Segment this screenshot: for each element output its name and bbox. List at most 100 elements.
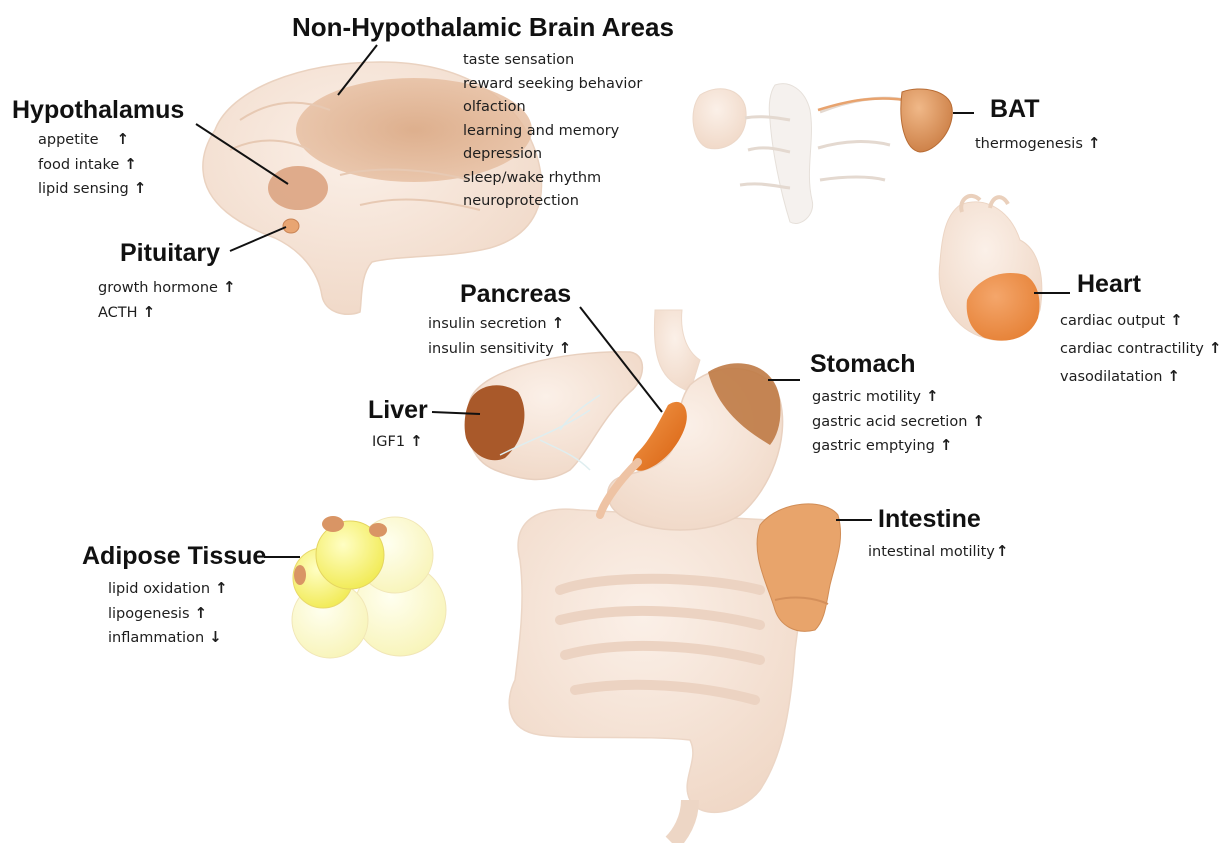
effect-label: gastric motility xyxy=(812,389,921,405)
up-arrow-icon: ↑ xyxy=(1167,367,1180,385)
effect-label: cardiac contractility xyxy=(1060,341,1204,357)
adipose-title: Adipose Tissue xyxy=(82,542,266,571)
effect-item: intestinal motility↑ xyxy=(868,540,1008,565)
effect-item: insulin sensitivity ↑ xyxy=(428,337,571,362)
hypothalamus-effects-list: appetite ↑ food intake ↑ lipid sensing ↑ xyxy=(38,128,146,202)
bat-illustration xyxy=(693,84,952,224)
effect-item: cardiac output ↑ xyxy=(1060,307,1221,335)
up-arrow-icon: ↑ xyxy=(559,339,572,357)
pancreas-effects-list: insulin secretion ↑ insulin sensitivity ↑ xyxy=(428,312,571,361)
effect-label: IGF1 xyxy=(372,434,405,450)
effect-label: lipid sensing xyxy=(38,181,129,197)
liver-title: Liver xyxy=(368,396,428,425)
effect-item: appetite ↑ xyxy=(38,128,146,153)
effect-item: vasodilatation ↑ xyxy=(1060,363,1221,391)
up-arrow-icon: ↑ xyxy=(1209,339,1222,357)
effect-item: gastric motility ↑ xyxy=(812,385,985,410)
up-arrow-icon: ↑ xyxy=(996,542,1009,560)
effect-item: growth hormone ↑ xyxy=(98,276,236,301)
effect-item: neuroprotection xyxy=(463,190,642,214)
effect-item: learning and memory xyxy=(463,120,642,144)
effect-label: ACTH xyxy=(98,305,138,321)
hypothalamus-highlight xyxy=(268,166,328,210)
lipid-droplet xyxy=(322,516,344,532)
intestine-title: Intestine xyxy=(878,505,981,534)
effect-label: insulin sensitivity xyxy=(428,341,554,357)
up-arrow-icon: ↑ xyxy=(215,579,228,597)
effect-item: insulin secretion ↑ xyxy=(428,312,571,337)
up-arrow-icon: ↑ xyxy=(552,314,565,332)
effect-label: inflammation xyxy=(108,630,204,646)
up-arrow-icon: ↑ xyxy=(143,303,156,321)
effect-label: cardiac output xyxy=(1060,313,1165,329)
rib-nerves xyxy=(740,98,905,188)
down-arrow-icon: ↓ xyxy=(209,628,222,646)
up-arrow-icon: ↑ xyxy=(117,130,130,148)
adipose-illustration xyxy=(292,516,446,658)
spine xyxy=(769,84,812,224)
effect-item: IGF1 ↑ xyxy=(372,430,423,455)
rectum xyxy=(672,800,690,843)
bat-title: BAT xyxy=(990,95,1040,124)
effect-label: lipogenesis xyxy=(108,606,190,622)
stomach-title: Stomach xyxy=(810,350,916,379)
effect-label: appetite xyxy=(38,132,99,148)
effect-item: depression xyxy=(463,143,642,167)
up-arrow-icon: ↑ xyxy=(972,412,985,430)
effect-item: cardiac contractility ↑ xyxy=(1060,335,1221,363)
effect-item: ACTH ↑ xyxy=(98,301,236,326)
lipid-droplet xyxy=(294,565,306,585)
non-hypothalamic-title: Non-Hypothalamic Brain Areas xyxy=(292,12,674,43)
adipose-effects-list: lipid oxidation ↑ lipogenesis ↑ inflammati… xyxy=(108,577,228,651)
up-arrow-icon: ↑ xyxy=(926,387,939,405)
liver-effects-list: IGF1 ↑ xyxy=(372,430,423,455)
effect-label: gastric emptying xyxy=(812,438,935,454)
up-arrow-icon: ↑ xyxy=(940,436,953,454)
up-arrow-icon: ↑ xyxy=(1088,134,1101,152)
up-arrow-icon: ↑ xyxy=(195,604,208,622)
effect-item: food intake ↑ xyxy=(38,153,146,178)
effect-item: lipogenesis ↑ xyxy=(108,602,228,627)
esophagus xyxy=(654,310,700,392)
effect-label: gastric acid secretion xyxy=(812,414,967,430)
up-arrow-icon: ↑ xyxy=(223,278,236,296)
effect-label: vasodilatation xyxy=(1060,369,1162,385)
effect-label: lipid oxidation xyxy=(108,581,210,597)
lipid-droplet xyxy=(369,523,387,537)
left-fat-pad xyxy=(693,89,746,149)
effect-item: thermogenesis ↑ xyxy=(975,132,1100,157)
heart-title: Heart xyxy=(1077,270,1141,299)
effect-label: thermogenesis xyxy=(975,136,1083,152)
effect-label: intestinal motility xyxy=(868,544,995,560)
stomach-effects-list: gastric motility ↑ gastric acid secretion… xyxy=(812,385,985,459)
effect-item: lipid oxidation ↑ xyxy=(108,577,228,602)
up-arrow-icon: ↑ xyxy=(134,179,147,197)
effect-item: inflammation ↓ xyxy=(108,626,228,651)
intestine-effects-list: intestinal motility↑ xyxy=(868,540,1008,565)
pituitary-effects-list: growth hormone ↑ ACTH ↑ xyxy=(98,276,236,325)
gi-tract-illustration xyxy=(465,310,841,843)
up-arrow-icon: ↑ xyxy=(124,155,137,173)
pituitary-gland xyxy=(283,219,299,233)
effect-item: taste sensation xyxy=(463,49,642,73)
effect-item: gastric acid secretion ↑ xyxy=(812,410,985,435)
effect-label: food intake xyxy=(38,157,119,173)
pancreas-title: Pancreas xyxy=(460,280,571,309)
effect-label: insulin secretion xyxy=(428,316,547,332)
effect-item: sleep/wake rhythm xyxy=(463,167,642,191)
effect-label: growth hormone xyxy=(98,280,218,296)
non-hypothalamic-effects-list: taste sensation reward seeking behavior … xyxy=(463,49,642,214)
effect-item: olfaction xyxy=(463,96,642,120)
bat-depot xyxy=(901,89,952,152)
heart-effects-list: cardiac output ↑ cardiac contractility ↑ v… xyxy=(1060,307,1221,391)
heart-illustration xyxy=(939,196,1042,341)
effect-item: reward seeking behavior xyxy=(463,73,642,97)
pituitary-title: Pituitary xyxy=(120,239,220,268)
up-arrow-icon: ↑ xyxy=(410,432,423,450)
bat-effects-list: thermogenesis ↑ xyxy=(975,132,1100,157)
effect-item: gastric emptying ↑ xyxy=(812,434,985,459)
hypothalamus-title: Hypothalamus xyxy=(12,96,184,125)
up-arrow-icon: ↑ xyxy=(1170,311,1183,329)
effect-item: lipid sensing ↑ xyxy=(38,177,146,202)
